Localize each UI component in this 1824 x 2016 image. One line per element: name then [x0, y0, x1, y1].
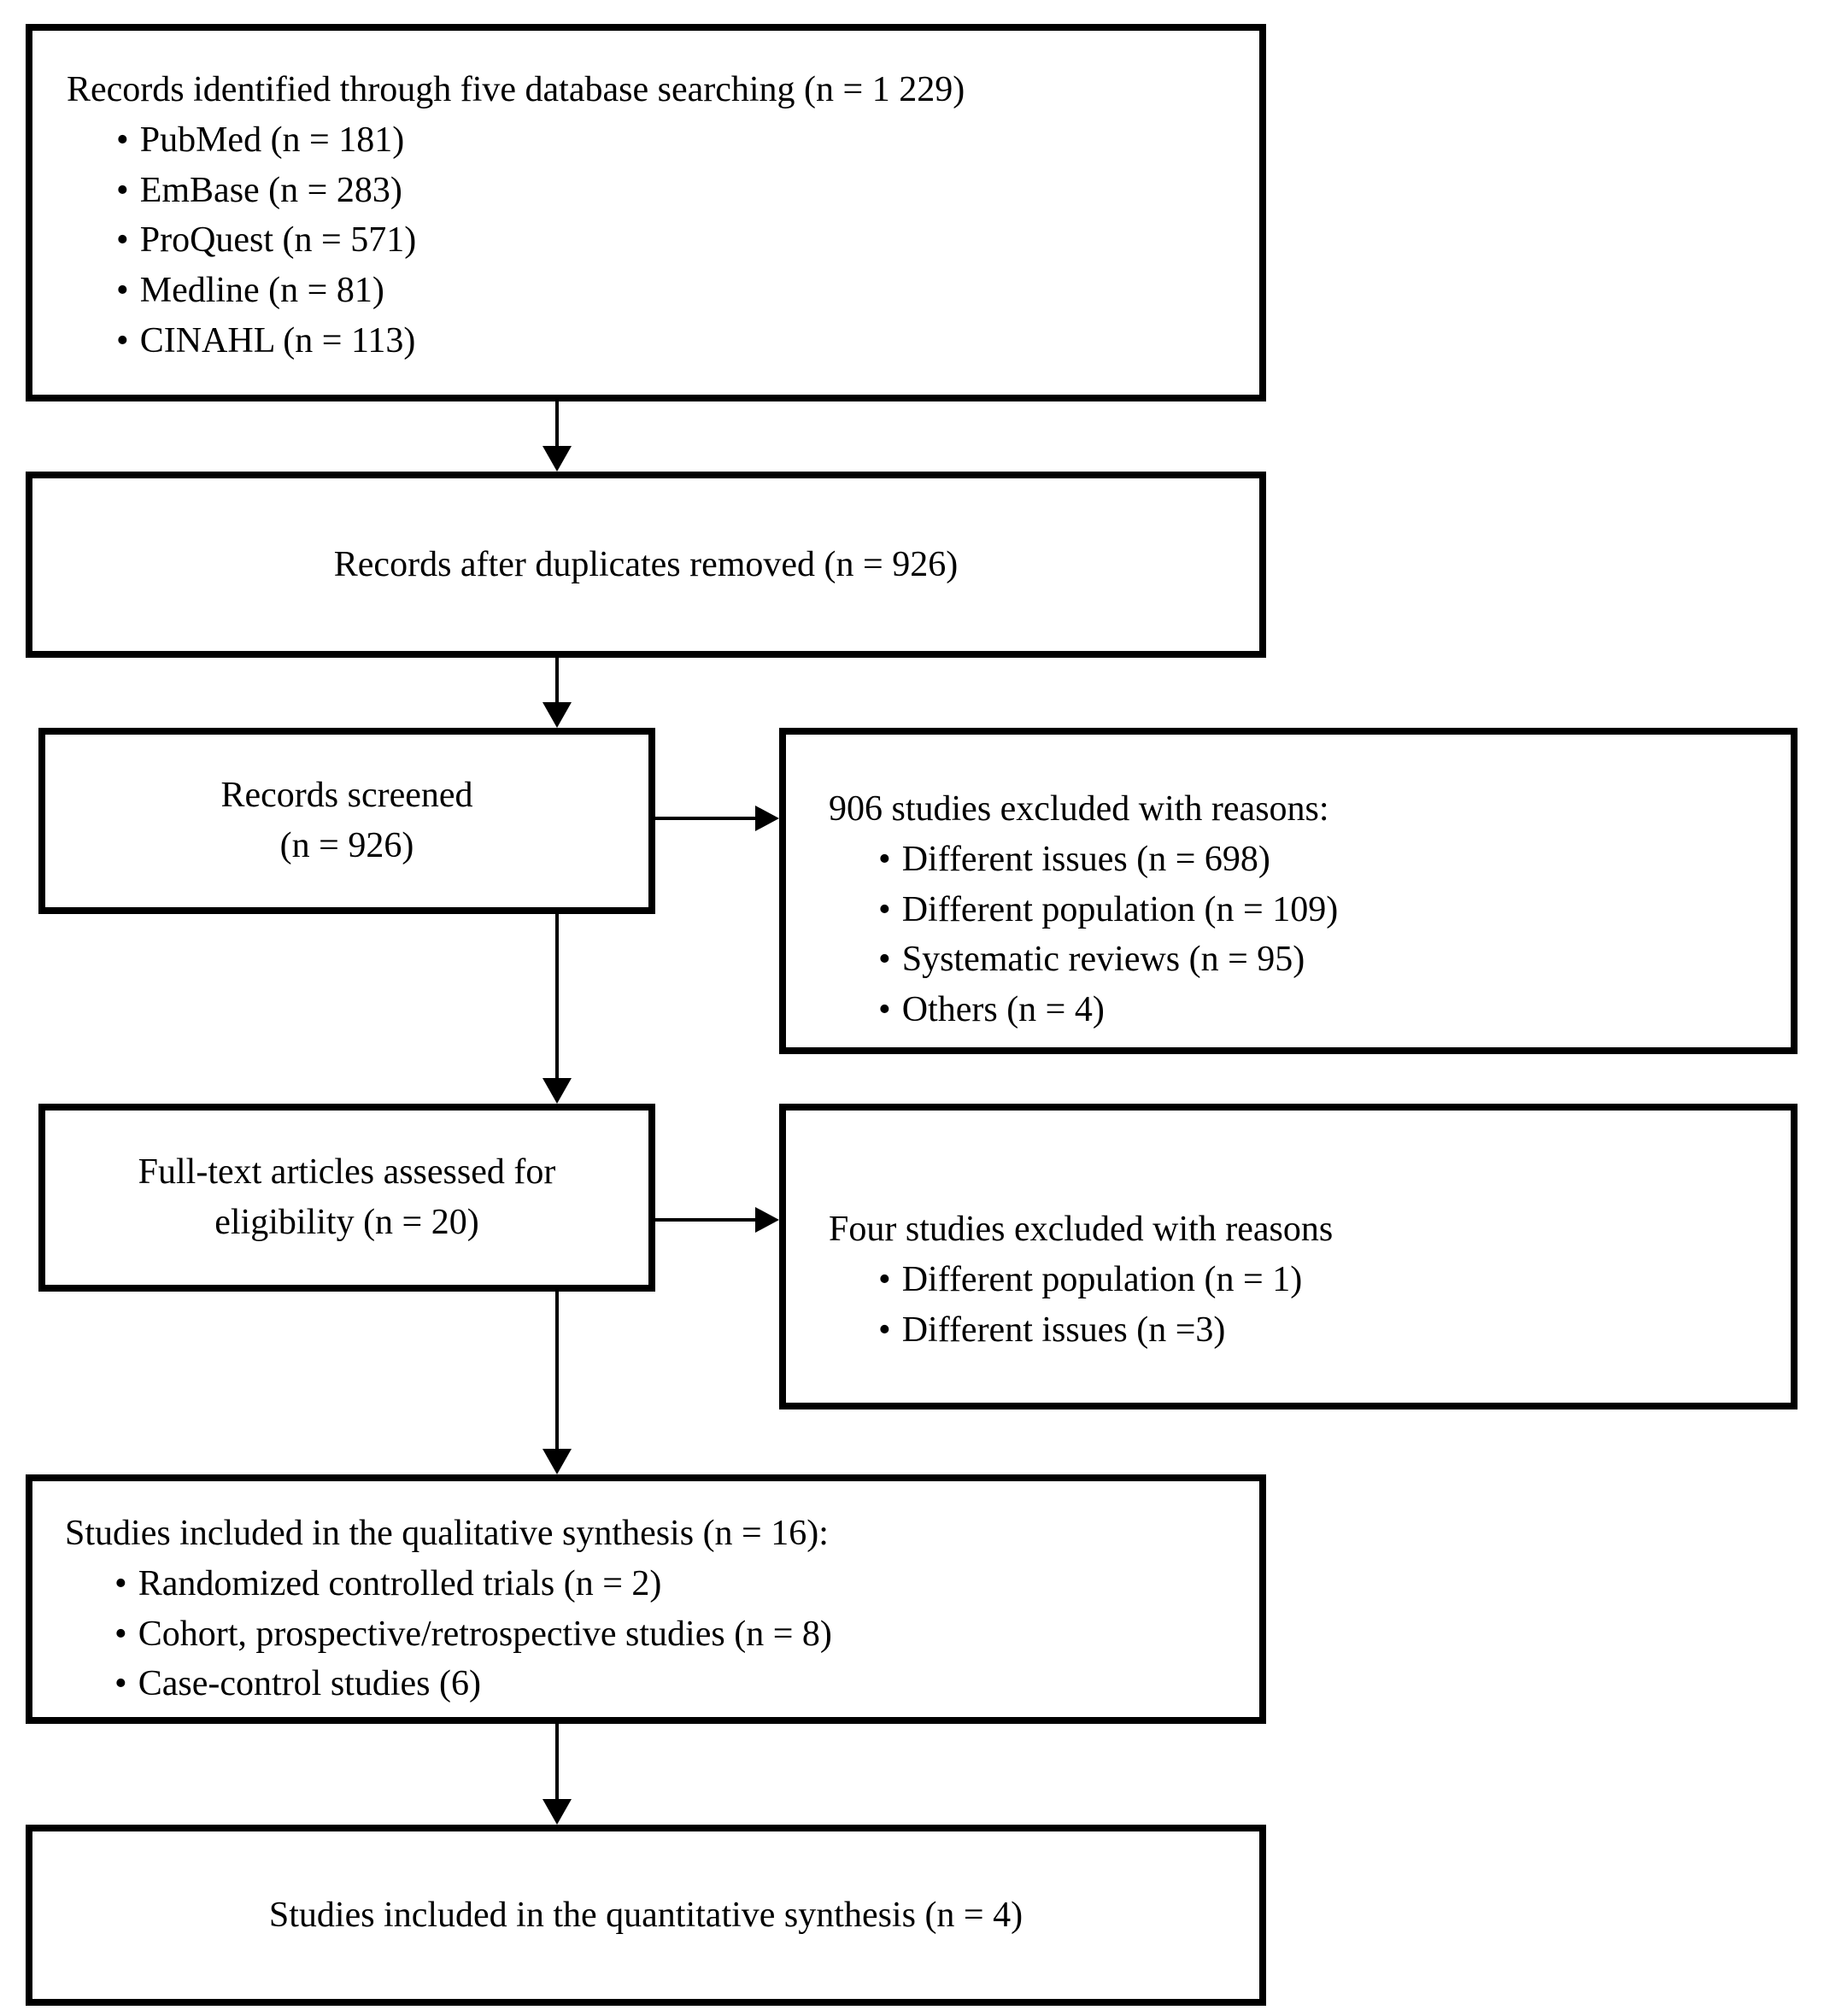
bullet-icon: • [116, 120, 129, 160]
list-item: •CINAHL (n = 113) [116, 316, 1234, 366]
qualitative-list: • Randomized controlled trials (n = 2) • C… [65, 1559, 1234, 1709]
box-screened-excluded-title: 906 studies excluded with reasons: [829, 789, 1329, 829]
box-qualitative-synthesis: Studies included in the qualitative synt… [26, 1474, 1266, 1724]
box-fulltext-excluded: Four studies excluded with reasons •Diff… [779, 1104, 1798, 1409]
bullet-icon: • [878, 940, 891, 980]
database-medline: Medline (n = 81) [139, 271, 384, 311]
database-pubmed: PubMed (n = 181) [139, 120, 405, 160]
box-screened-excluded: 906 studies excluded with reasons: •Diff… [779, 728, 1798, 1054]
bullet-icon: • [116, 170, 129, 210]
box-fulltext-assessed-line1: Full-text articles assessed for [138, 1152, 556, 1193]
excluded-different-population: Different population (n = 109) [901, 889, 1339, 929]
fulltext-excluded-list: •Different population (n = 1) •Different… [829, 1255, 1765, 1356]
arrow-screened-to-fulltext [555, 914, 559, 1078]
list-item: •Different issues (n = 698) [878, 835, 1765, 885]
box-records-identified-title: Records identified through five database… [67, 70, 965, 109]
box-fulltext-excluded-title: Four studies excluded with reasons [829, 1210, 1334, 1249]
box-fulltext-assessed: Full-text articles assessed for eligibil… [38, 1104, 655, 1292]
box-records-screened-line2: (n = 926) [279, 826, 414, 865]
bullet-icon: • [878, 990, 891, 1030]
bullet-icon: • [878, 889, 891, 929]
bullet-icon: • [114, 1664, 127, 1704]
list-item: •Different population (n = 1) [878, 1255, 1765, 1305]
qualitative-cohort: Cohort, prospective/retrospective studie… [138, 1614, 832, 1654]
list-item: •Different population (n = 109) [878, 885, 1765, 935]
list-item: • Randomized controlled trials (n = 2) [114, 1559, 1234, 1609]
list-item: •Others (n = 4) [878, 985, 1765, 1035]
box-records-identified: Records identified through five database… [26, 24, 1266, 401]
list-item: •ProQuest (n = 571) [116, 215, 1234, 266]
bullet-icon: • [114, 1563, 127, 1603]
list-item: •EmBase (n = 283) [116, 166, 1234, 216]
list-item: •Systematic reviews (n = 95) [878, 935, 1765, 985]
box-records-screened-line1: Records screened [220, 776, 473, 816]
box-duplicates-removed-title: Records after duplicates removed (n = 92… [333, 544, 959, 584]
excluded-others: Others (n = 4) [901, 990, 1105, 1030]
database-proquest: ProQuest (n = 571) [139, 220, 417, 261]
list-item: •Medline (n = 81) [116, 266, 1234, 316]
bullet-icon: • [114, 1614, 127, 1654]
list-item: •Different issues (n =3) [878, 1305, 1765, 1356]
arrow-qualitative-to-quantitative [555, 1724, 559, 1799]
bullet-icon: • [116, 320, 129, 360]
box-qualitative-synthesis-title: Studies included in the qualitative synt… [65, 1514, 829, 1553]
fulltext-excluded-issues: Different issues (n =3) [901, 1310, 1226, 1350]
box-duplicates-removed: Records after duplicates removed (n = 92… [26, 472, 1266, 658]
screened-excluded-list: •Different issues (n = 698) •Different p… [829, 835, 1765, 1035]
arrow-fulltext-to-excluded [655, 1218, 755, 1222]
box-quantitative-synthesis-title: Studies included in the quantitative syn… [268, 1895, 1023, 1935]
box-records-screened: Records screened (n = 926) [38, 728, 655, 914]
arrow-fulltext-to-qualitative [555, 1292, 559, 1449]
list-item: • Cohort, prospective/retrospective studi… [114, 1609, 1234, 1660]
bullet-icon: • [116, 220, 129, 261]
list-item: • Case-control studies (6) [114, 1659, 1234, 1709]
arrow-identification-to-duplicates [555, 401, 559, 446]
database-list: •PubMed (n = 181) •EmBase (n = 283) •Pro… [67, 115, 1234, 366]
box-fulltext-assessed-line2: eligibility (n = 20) [214, 1203, 479, 1242]
fulltext-excluded-population: Different population (n = 1) [901, 1259, 1303, 1299]
excluded-systematic-reviews: Systematic reviews (n = 95) [901, 940, 1305, 980]
qualitative-rct: Randomized controlled trials (n = 2) [138, 1563, 662, 1603]
list-item: •PubMed (n = 181) [116, 115, 1234, 166]
bullet-icon: • [116, 271, 129, 311]
arrow-screened-to-excluded [655, 817, 755, 820]
excluded-different-issues: Different issues (n = 698) [901, 839, 1270, 879]
box-quantitative-synthesis: Studies included in the quantitative syn… [26, 1825, 1266, 2006]
qualitative-case-control: Case-control studies (6) [138, 1664, 481, 1704]
bullet-icon: • [878, 1259, 891, 1299]
bullet-icon: • [878, 1310, 891, 1350]
arrow-duplicates-to-screened [555, 658, 559, 702]
bullet-icon: • [878, 839, 891, 879]
database-cinahl: CINAHL (n = 113) [139, 320, 416, 360]
database-embase: EmBase (n = 283) [139, 170, 402, 210]
